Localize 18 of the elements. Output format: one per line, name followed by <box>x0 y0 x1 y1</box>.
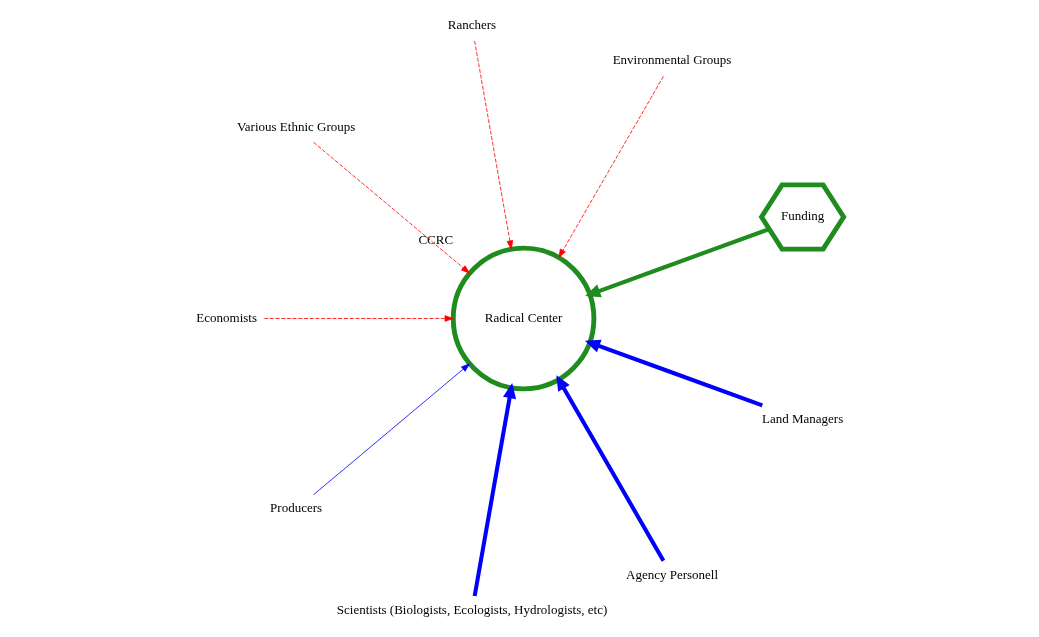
arrow <box>472 383 517 597</box>
node-label: CCRC <box>418 231 454 247</box>
arrow <box>313 363 470 496</box>
arrow <box>263 315 454 322</box>
node-text: Various Ethnic Groups <box>236 118 356 134</box>
node-text: Ranchers <box>447 17 497 33</box>
node-text: Producers <box>270 500 323 516</box>
node-text: Land Managers <box>761 411 844 427</box>
arrow <box>584 339 763 408</box>
node-text: Agency Personell <box>626 566 719 582</box>
node-text: Economists <box>196 309 257 325</box>
node-text: Scientists (Biologists, Ecologists, Hydrologists, etc) <box>336 602 608 617</box>
arrow <box>313 141 470 274</box>
arrow <box>556 375 666 562</box>
arrow <box>474 40 514 250</box>
arrow <box>558 75 664 258</box>
node-text: Environmental Groups <box>612 52 732 68</box>
arrow <box>585 227 770 298</box>
